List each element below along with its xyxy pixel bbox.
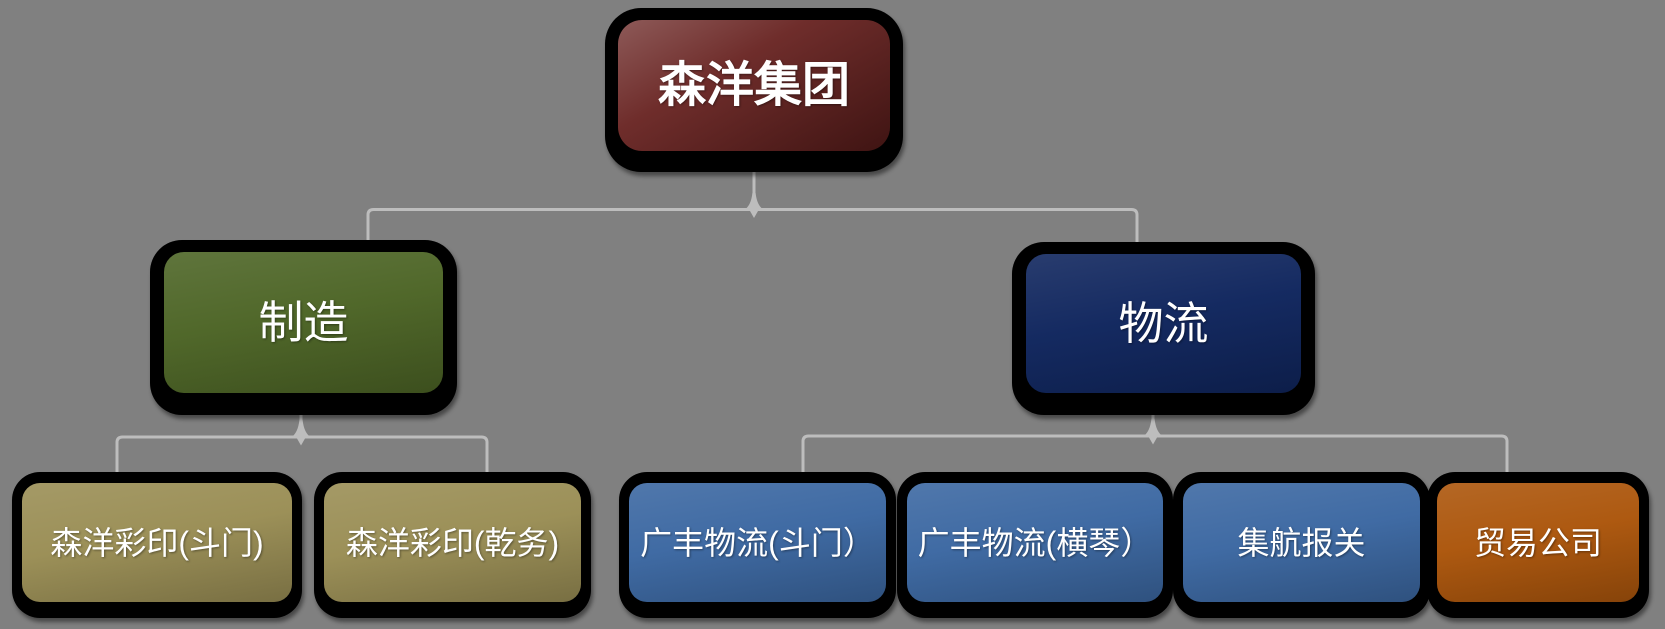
- org-node-manufacturing: 制造: [150, 240, 457, 415]
- org-node-guangfeng-hengqin: 广丰物流(横琴）: [897, 472, 1173, 618]
- org-node-caiyin-qianwu: 森洋彩印(乾务): [314, 472, 591, 618]
- org-node-caiyin-doumen-label: 森洋彩印(斗门): [50, 524, 264, 561]
- org-node-logistics-label: 物流: [1118, 298, 1209, 349]
- connector-log-rail: [801, 434, 1509, 473]
- org-node-jihang-customs-fill: 集航报关: [1183, 483, 1420, 602]
- org-node-guangfeng-doumen-fill: 广丰物流(斗门）: [629, 483, 886, 602]
- org-node-caiyin-doumen-fill: 森洋彩印(斗门): [22, 483, 292, 602]
- org-node-manufacturing-fill: 制造: [164, 252, 443, 393]
- org-node-logistics-fill: 物流: [1026, 254, 1301, 393]
- org-node-manufacturing-label: 制造: [258, 297, 349, 348]
- org-node-logistics: 物流: [1012, 242, 1315, 415]
- connector-root-rail: [366, 208, 1139, 244]
- connector-root-flare: [744, 193, 764, 210]
- org-node-root-fill: 森洋集团: [618, 20, 890, 151]
- connector-mfg-flare: [291, 420, 311, 438]
- org-node-guangfeng-doumen-label: 广丰物流(斗门）: [640, 524, 875, 561]
- connector-log-flare: [1143, 419, 1163, 437]
- org-node-jihang-customs: 集航报关: [1173, 472, 1430, 618]
- org-node-caiyin-qianwu-label: 森洋彩印(乾务): [345, 524, 560, 561]
- org-node-trading-company: 贸易公司: [1427, 472, 1649, 618]
- org-node-trading-company-fill: 贸易公司: [1437, 483, 1639, 602]
- connector-log-tail: [1149, 437, 1157, 445]
- org-node-caiyin-qianwu-fill: 森洋彩印(乾务): [324, 483, 581, 602]
- org-node-caiyin-doumen: 森洋彩印(斗门): [12, 472, 302, 618]
- org-node-trading-company-label: 贸易公司: [1473, 524, 1602, 561]
- connector-mfg-tail: [297, 438, 305, 446]
- org-node-root: 森洋集团: [605, 8, 903, 172]
- org-node-root-label: 森洋集团: [657, 58, 850, 112]
- org-node-guangfeng-doumen: 广丰物流(斗门）: [619, 472, 896, 618]
- org-node-jihang-customs-label: 集航报关: [1237, 524, 1366, 561]
- connector-root-tail: [750, 211, 758, 218]
- org-node-guangfeng-hengqin-label: 广丰物流(横琴）: [917, 524, 1153, 561]
- org-node-guangfeng-hengqin-fill: 广丰物流(横琴）: [907, 483, 1163, 602]
- connector-mfg-rail: [115, 435, 489, 473]
